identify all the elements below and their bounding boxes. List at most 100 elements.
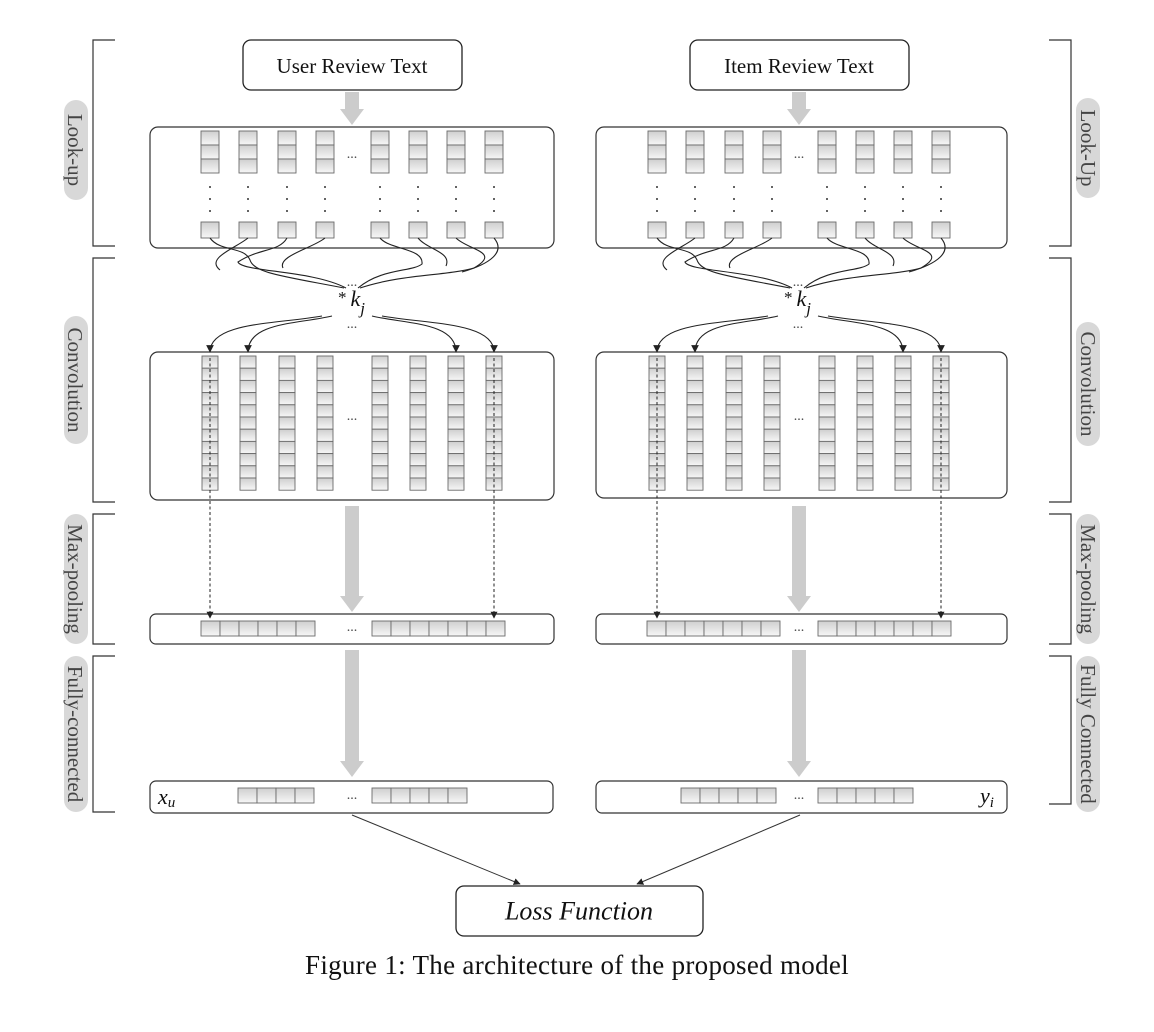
- item-review-text: Item Review Text: [724, 54, 874, 78]
- user-embed-vdot-3-0: [324, 186, 326, 188]
- user-conv-cell-1-8: [239, 453, 257, 467]
- item-conv-cell-6-1: [894, 367, 912, 381]
- item-conv-cell-1-0: [686, 355, 704, 369]
- user-embed-vdot-2-1: [286, 198, 288, 200]
- user-embed-vdot-1-0: [247, 186, 249, 188]
- item-conv-cell-6-2: [894, 379, 912, 394]
- right-fc-label: Fully Connected: [1076, 664, 1100, 804]
- user-pool-cell-1-3: [428, 620, 449, 637]
- item-conv-cell-2-5: [725, 416, 743, 430]
- item-conv-cell-5-1: [856, 367, 874, 381]
- user-conv-cell-5-6: [409, 428, 427, 442]
- item-embed-vdot-6-2: [902, 210, 904, 212]
- user-embed-cell-top-3-2: [315, 158, 335, 174]
- user-conv-cell-1-4: [239, 404, 257, 418]
- item-embed-vdot-6-0: [902, 186, 904, 188]
- user-conv-cell-5-7: [409, 440, 427, 455]
- user-fc-cell-0-3: [294, 787, 315, 804]
- item-conv-cell-3-3: [763, 392, 781, 406]
- user-embed-vdot-5-1: [417, 198, 419, 200]
- user-conv-cell-6-10: [447, 477, 465, 491]
- user-wire-ellipsis-bottom: ...: [347, 317, 358, 332]
- user-embed-cell-top-5-1: [408, 144, 428, 160]
- user-conv-cell-3-9: [316, 465, 334, 479]
- item-vector-main: y: [978, 783, 990, 808]
- user-wire-a: [209, 237, 345, 289]
- user-conv-cell-3-10: [316, 477, 334, 491]
- item-kernel-j: j: [804, 299, 811, 318]
- user-conv-cell-6-7: [447, 440, 465, 455]
- user-conv-cell-6-9: [447, 465, 465, 479]
- item-embed-cell-top-4-2: [817, 158, 837, 174]
- user-embed-cell-top-0-2: [200, 158, 220, 174]
- item-embed-cell-bottom-7: [931, 221, 951, 239]
- item-conv-cell-5-3: [856, 392, 874, 406]
- user-pool-cell-0-0: [200, 620, 221, 637]
- user-embed-cell-top-6-0: [446, 130, 466, 146]
- user-pool-cell-1-1: [390, 620, 411, 637]
- user-embed-cell-bottom-7: [484, 221, 504, 239]
- user-conv-cell-1-5: [239, 416, 257, 430]
- user-pool-ellipsis: ...: [347, 620, 358, 635]
- item-fc-ellipsis: ...: [794, 788, 805, 803]
- user-conv-cell-5-10: [409, 477, 427, 491]
- user-conv-cell-6-5: [447, 416, 465, 430]
- item-conv-cell-5-5: [856, 416, 874, 430]
- user-conv-cell-3-7: [316, 440, 334, 455]
- item-conv-cell-4-1: [818, 367, 836, 381]
- item-wire-h: [908, 237, 946, 273]
- user-embed-cell-top-4-2: [370, 158, 390, 174]
- item-conv-cell-6-9: [894, 465, 912, 479]
- user-conv-cell-6-0: [447, 355, 465, 369]
- item-pool-to-fc-arrow: [787, 650, 811, 777]
- user-wire-h: [461, 237, 499, 273]
- item-conv-cell-3-5: [763, 416, 781, 430]
- item-conv-cell-4-6: [818, 428, 836, 442]
- user-conv-cell-2-10: [278, 477, 296, 491]
- user-conv-cell-1-7: [239, 440, 257, 455]
- user-vector-main: x: [157, 784, 168, 809]
- item-pool-cell-0-5: [741, 620, 762, 637]
- user-kernel-arrow-3: [381, 315, 498, 353]
- item-embed-cell-top-7-1: [931, 144, 951, 160]
- user-embed-cell-top-1-0: [238, 130, 258, 146]
- item-embed-cell-top-7-2: [931, 158, 951, 174]
- item-embed-cell-bottom-6: [893, 221, 913, 239]
- user-kernel-arrow-2: [371, 315, 460, 353]
- user-fc-cell-0-2: [275, 787, 296, 804]
- maxpool-label-pill: [64, 514, 88, 644]
- item-embed-cell-top-2-0: [724, 130, 744, 146]
- user-conv-cell-2-1: [278, 367, 296, 381]
- user-embed-cell-top-6-2: [446, 158, 466, 174]
- item-to-loss-arrow: [636, 814, 801, 885]
- item-conv-cell-4-2: [818, 379, 836, 394]
- item-conv-cell-6-4: [894, 404, 912, 418]
- item-kernel-arrow-0: [653, 315, 769, 353]
- user-embed-vdot-6-0: [455, 186, 457, 188]
- item-fc-cell-1-1: [836, 787, 857, 804]
- right-convolution-pill: [1076, 322, 1100, 446]
- user-embed-cell-top-7-2: [484, 158, 504, 174]
- right-convolution-label: Convolution: [1076, 331, 1100, 437]
- user-conv-to-pool-arrow: [340, 506, 364, 612]
- item-conv-cell-5-6: [856, 428, 874, 442]
- user-fc-cell-1-2: [409, 787, 430, 804]
- item-conv-cell-5-7: [856, 440, 874, 455]
- user-embed-cell-top-1-2: [238, 158, 258, 174]
- item-embed-vdot-7-0: [940, 186, 942, 188]
- user-embed-vdot-0-2: [209, 210, 211, 212]
- user-conv-cell-1-0: [239, 355, 257, 369]
- user-embed-cell-bottom-1: [238, 221, 258, 239]
- item-embed-cell-top-0-2: [647, 158, 667, 174]
- user-embed-cell-top-0-1: [200, 144, 220, 160]
- user-embed-cell-top-0-0: [200, 130, 220, 146]
- item-embed-vdot-3-0: [771, 186, 773, 188]
- item-embed-cell-top-1-1: [685, 144, 705, 160]
- user-conv-cell-1-9: [239, 465, 257, 479]
- item-input-node: Item Review Text: [689, 39, 910, 91]
- user-conv-cell-1-6: [239, 428, 257, 442]
- item-fc-cell-0-0: [680, 787, 701, 804]
- user-conv-cell-2-9: [278, 465, 296, 479]
- item-pool-cell-1-4: [893, 620, 914, 637]
- user-pool-cell-0-5: [295, 620, 316, 637]
